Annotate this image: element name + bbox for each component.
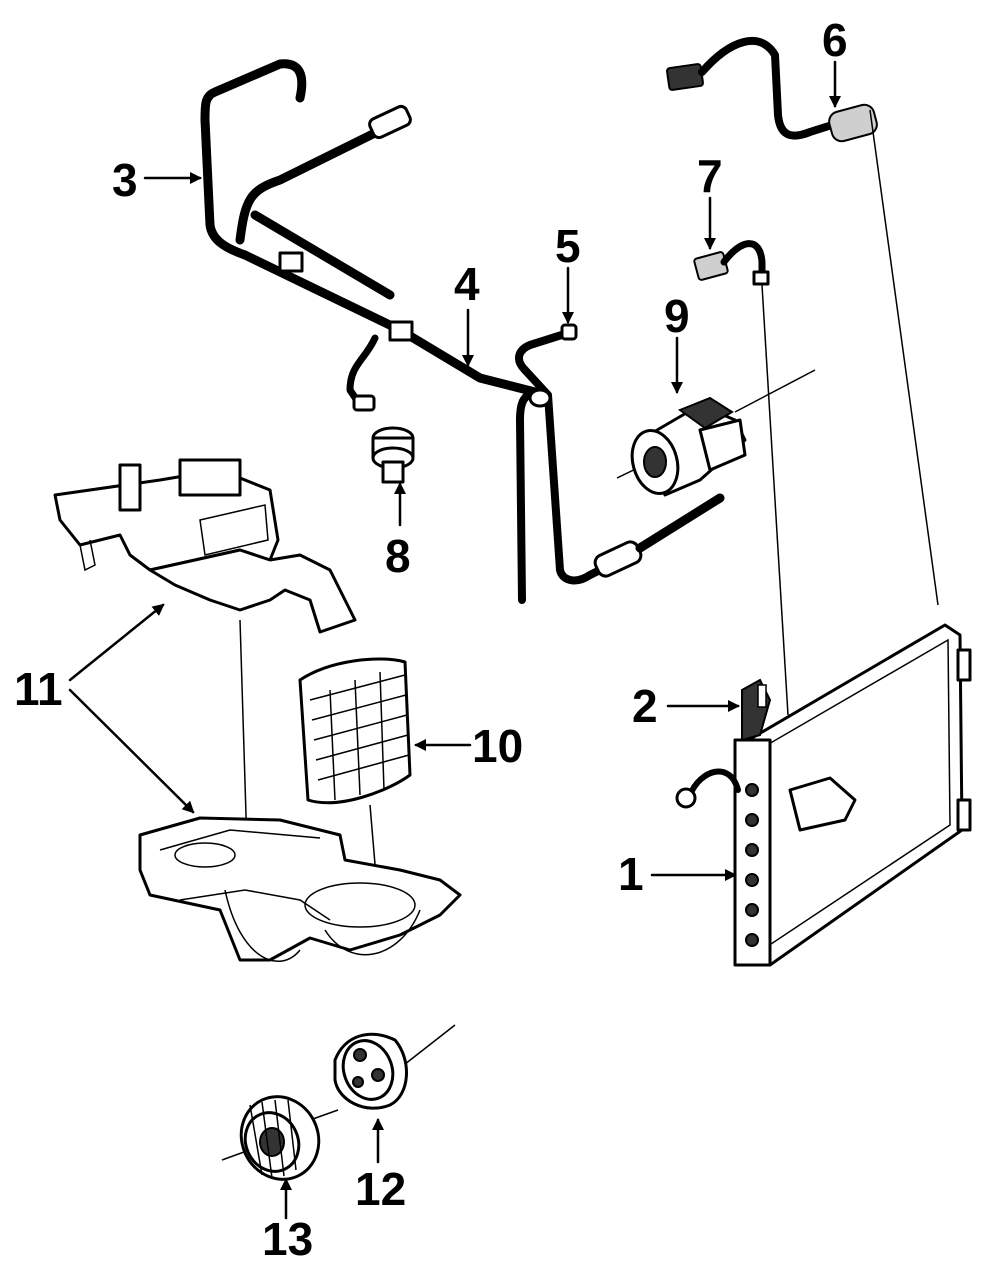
evaporator-core-part-10 [298,657,412,901]
callout-9: 9 [664,290,690,342]
arrow-11a [68,603,165,682]
callout-5: 5 [555,220,581,272]
bracket-part-2 [741,678,772,742]
condenser-part-1 [675,623,972,967]
callout-7: 7 [697,150,723,202]
valve-part-8 [371,426,415,484]
leader-arrows [68,60,841,1220]
callout-13: 13 [262,1213,313,1265]
callout-1: 1 [618,848,644,900]
arrow-11b [68,688,195,814]
evaporator-case-upper-part-11 [53,458,357,881]
blower-wheel-part-13 [221,1095,339,1181]
callout-6: 6 [822,14,848,66]
callout-4: 4 [454,258,480,310]
callout-10: 10 [472,720,523,772]
callout-3: 3 [112,154,138,206]
liquid-line-part-5 [515,323,725,585]
compressor-part-9 [616,369,816,497]
evaporator-case-lower-part-11 [138,816,462,963]
callout-8: 8 [385,530,411,582]
callout-11: 11 [14,663,63,715]
hose-part-7 [693,240,789,716]
hose-part-6 [666,36,939,606]
blower-motor-part-12 [333,1024,456,1110]
callout-12: 12 [355,1163,406,1215]
callout-2: 2 [632,680,658,732]
callout-labels: 1 2 3 4 5 6 7 8 9 10 11 12 13 [14,14,848,1265]
